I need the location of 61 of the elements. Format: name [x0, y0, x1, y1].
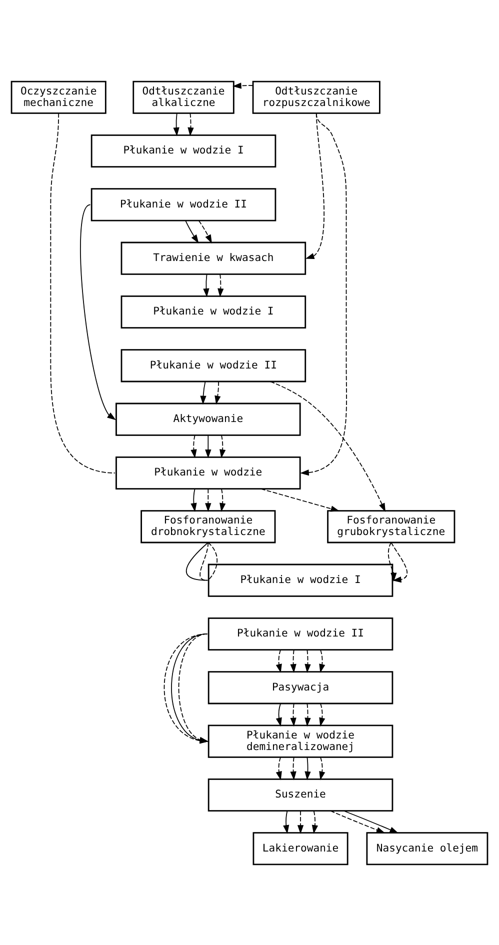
arrow — [330, 810, 386, 833]
arrow — [304, 648, 311, 672]
connector — [50, 112, 116, 473]
arrow — [185, 220, 199, 243]
arrow — [80, 204, 116, 420]
node-box: Płukanie w wodzie I — [90, 134, 276, 168]
node-box: Płukanie w wodzie II — [208, 616, 394, 650]
connector — [186, 542, 209, 580]
arrow — [283, 810, 290, 834]
node-box: Płukanie w wodzie I — [208, 563, 394, 596]
arrow — [319, 648, 326, 672]
arrow — [200, 380, 206, 404]
node-box: Płukanie w wodzie II — [120, 348, 306, 382]
arrow — [319, 702, 326, 726]
arrow — [214, 380, 221, 404]
arrow — [297, 810, 304, 834]
arrow — [276, 648, 282, 672]
arrow — [218, 273, 224, 297]
node-box: Odtłuszczanie rozpuszczalnikowe — [252, 80, 380, 114]
arrow — [290, 648, 296, 672]
node-box: Płukanie w wodzie demineralizowanej — [208, 724, 394, 758]
node-box: Nasycanie olejem — [366, 832, 488, 865]
arrow — [260, 488, 340, 512]
arrow — [290, 702, 296, 726]
node-box: Trawienie w kwasach — [120, 241, 306, 274]
node-box: Suszenie — [208, 778, 394, 812]
arrow — [304, 756, 311, 780]
arrow — [188, 112, 194, 136]
node-box: Płukanie w wodzie II — [90, 188, 276, 221]
arrow — [343, 810, 399, 833]
arrow — [205, 488, 212, 512]
connector — [200, 542, 209, 580]
node-box: Oczyszczanie mechaniczne — [10, 80, 106, 114]
arrow — [300, 112, 347, 476]
node-box: Odtłuszczanie alkaliczne — [132, 80, 234, 114]
node-box: Aktywowanie — [116, 402, 301, 436]
arrow — [232, 82, 254, 88]
arrow — [390, 542, 408, 582]
arrow — [173, 112, 180, 136]
node-box: Pasywacja — [208, 670, 394, 704]
node-box: Płukanie w wodzie — [116, 456, 301, 490]
arrow — [276, 756, 282, 780]
node-box: Lakierowanie — [252, 832, 348, 865]
arrow — [304, 702, 311, 726]
node-box: Fosforanowanie drobnokrystaliczne — [140, 510, 276, 543]
arrow — [290, 756, 296, 780]
arrow — [203, 273, 210, 297]
arrow — [205, 434, 212, 458]
arrow — [190, 488, 197, 512]
arrow — [270, 380, 386, 512]
arrow — [388, 542, 397, 582]
arrow — [220, 434, 226, 458]
arrow — [276, 702, 282, 726]
arrow — [220, 488, 226, 512]
node-box: Płukanie w wodzie I — [120, 294, 306, 328]
arrow — [319, 756, 326, 780]
node-box: Fosforanowanie grubokrystaliczne — [327, 510, 456, 543]
arrow — [198, 220, 212, 243]
connector — [206, 542, 218, 580]
arrow — [312, 810, 318, 834]
arrow — [190, 434, 197, 458]
